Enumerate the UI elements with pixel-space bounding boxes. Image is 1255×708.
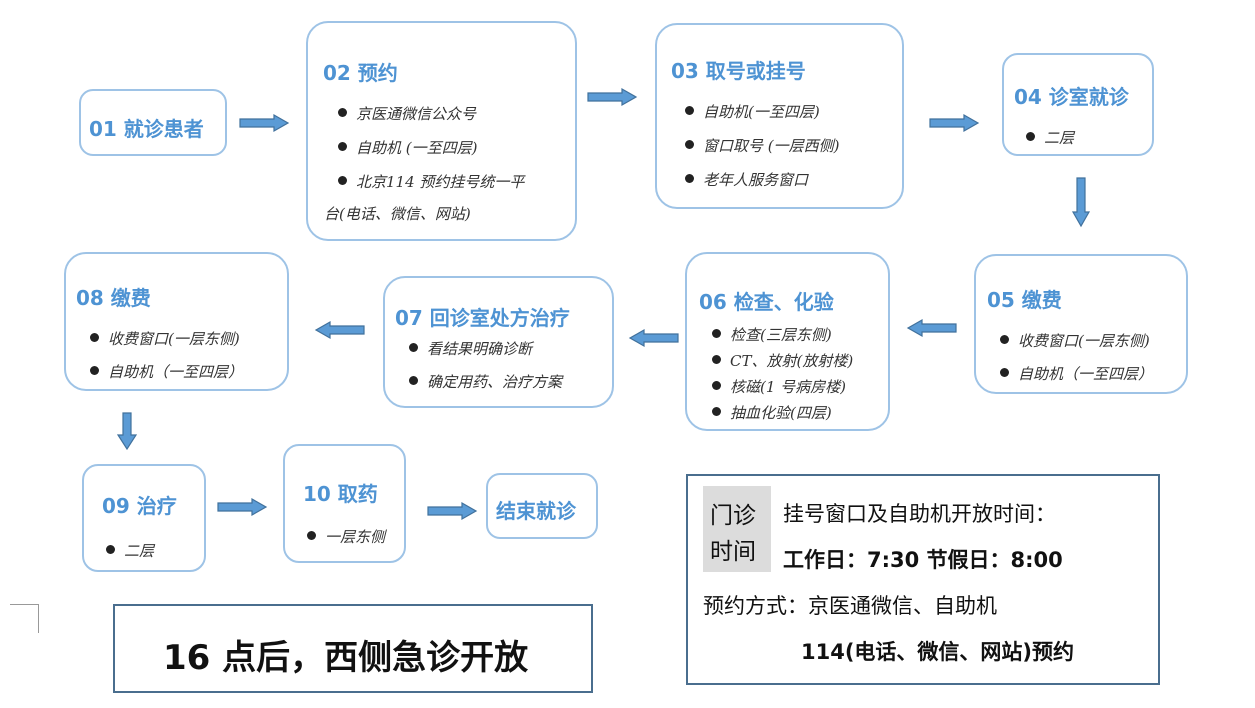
step-02-item-cont: 台(电话、微信、网站) (324, 205, 471, 223)
end-box: 结束就诊 (486, 473, 598, 539)
step-10-item: 一层东侧 (307, 526, 385, 547)
step-02-title: 02 预约 (323, 61, 398, 85)
step-08-box: 08 缴费 收费窗口(一层东侧) 自助机（一至四层） (64, 252, 289, 391)
step-07-box: 07 回诊室处方治疗 看结果明确诊断 确定用药、治疗方案 (383, 276, 614, 408)
step-06-item: CT、放射(放射楼) (712, 350, 853, 371)
hours-line2: 工作日：7:30 节假日：8:00 (783, 548, 1063, 572)
arrow-04-05 (1072, 177, 1090, 227)
arrow-02-03 (587, 88, 637, 106)
step-05-item: 自助机（一至四层） (1000, 363, 1153, 384)
arrow-01-02 (239, 114, 289, 132)
hours-line1: 挂号窗口及自助机开放时间： (783, 502, 1056, 526)
step-05-title: 05 缴费 (987, 288, 1062, 312)
step-08-item: 收费窗口(一层东侧) (90, 328, 240, 349)
step-07-title: 07 回诊室处方治疗 (395, 306, 570, 330)
arrow-09-10 (217, 498, 267, 516)
step-03-item: 窗口取号 (一层西侧) (685, 135, 839, 156)
step-04-item: 二层 (1026, 127, 1074, 148)
arrow-07-08 (315, 321, 365, 339)
end-title: 结束就诊 (496, 499, 576, 523)
step-06-box: 06 检查、化验 检查(三层东侧) CT、放射(放射楼) 核磁(1 号病房楼) … (685, 252, 890, 431)
step-09-title: 09 治疗 (102, 494, 177, 518)
arrow-06-07 (629, 329, 679, 347)
step-01-title: 01 就诊患者 (89, 117, 204, 141)
step-05-item: 收费窗口(一层东侧) (1000, 330, 1150, 351)
step-10-title: 10 取药 (303, 482, 378, 506)
corner-mark (10, 604, 39, 633)
step-03-box: 03 取号或挂号 自助机(一至四层) 窗口取号 (一层西侧) 老年人服务窗口 (655, 23, 904, 209)
arrow-05-06 (907, 319, 957, 337)
step-09-item: 二层 (106, 540, 154, 561)
step-07-item: 看结果明确诊断 (409, 338, 532, 359)
step-04-box: 04 诊室就诊 二层 (1002, 53, 1154, 156)
step-09-box: 09 治疗 二层 (82, 464, 206, 572)
step-02-item: 自助机 (一至四层) (338, 137, 477, 158)
step-08-item: 自助机（一至四层） (90, 361, 243, 382)
arrow-08-09 (116, 412, 138, 451)
hours-label-line1: 门诊 (710, 503, 756, 529)
step-03-item: 自助机(一至四层) (685, 101, 820, 122)
emergency-notice-text: 16 点后，西侧急诊开放 (163, 638, 529, 678)
step-02-item: 北京114 预约挂号统一平 (338, 171, 524, 192)
step-03-title: 03 取号或挂号 (671, 59, 806, 83)
arrow-10-end (427, 502, 477, 520)
emergency-notice-box: 16 点后，西侧急诊开放 (113, 604, 593, 693)
step-02-item: 京医通微信公众号 (338, 103, 476, 124)
hours-label-line2: 时间 (710, 539, 756, 565)
step-10-box: 10 取药 一层东侧 (283, 444, 406, 563)
hours-line3: 预约方式：京医通微信、自助机 (703, 594, 997, 618)
step-08-title: 08 缴费 (76, 286, 151, 310)
hours-line4: 114(电话、微信、网站)预约 (801, 640, 1075, 664)
step-04-title: 04 诊室就诊 (1014, 85, 1129, 109)
step-07-item: 确定用药、治疗方案 (409, 371, 562, 392)
step-06-item: 抽血化验(四层) (712, 402, 832, 423)
step-02-box: 02 预约 京医通微信公众号 自助机 (一至四层) 北京114 预约挂号统一平 … (306, 21, 577, 241)
arrow-03-04 (929, 114, 979, 132)
step-01-box: 01 就诊患者 (79, 89, 227, 156)
step-06-item: 检查(三层东侧) (712, 324, 832, 345)
hours-info-box: 门诊 时间 挂号窗口及自助机开放时间： 工作日：7:30 节假日：8:00 预约… (686, 474, 1160, 685)
step-05-box: 05 缴费 收费窗口(一层东侧) 自助机（一至四层） (974, 254, 1188, 394)
step-06-title: 06 检查、化验 (699, 290, 834, 314)
step-06-item: 核磁(1 号病房楼) (712, 376, 846, 397)
hours-label-bg (703, 486, 771, 572)
step-03-item: 老年人服务窗口 (685, 169, 808, 190)
